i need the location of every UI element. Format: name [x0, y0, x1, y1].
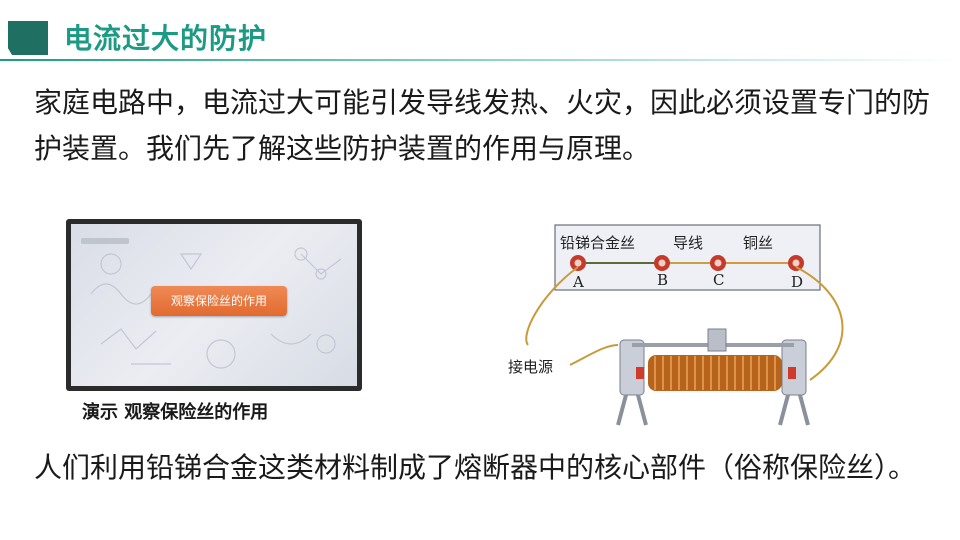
video-screen[interactable]: 观察保险丝的作用 — [71, 224, 357, 386]
terminal-d — [788, 255, 804, 271]
rheostat — [616, 328, 810, 426]
point-a-label: A — [572, 273, 584, 291]
title-underline — [0, 59, 960, 61]
video-caption: 演示 观察保险丝的作用 — [82, 402, 269, 423]
terminal-c — [710, 255, 726, 271]
label-copper-wire: 铜丝 — [743, 234, 773, 252]
label-alloy-wire: 铅锑合金丝 — [560, 234, 635, 252]
terminal-board — [554, 224, 821, 291]
terminal-a — [570, 255, 586, 271]
page-title: 电流过大的防护 — [64, 22, 268, 55]
label-wire: 导线 — [673, 234, 703, 252]
watch-fuse-demo-button[interactable]: 观察保险丝的作用 — [151, 286, 287, 316]
conclusion-paragraph: 人们利用铅锑合金这类材料制成了熔断器中的核心部件（俗称保险丝）。 — [34, 451, 917, 484]
video-watermark — [81, 238, 129, 244]
title-bar: 电流过大的防护 — [0, 15, 960, 61]
lead-wire-a — [525, 266, 579, 346]
video-player[interactable]: 观察保险丝的作用 — [66, 219, 362, 391]
lead-wire-d — [795, 266, 844, 381]
video-background-sketches — [90, 247, 342, 369]
terminal-b — [654, 255, 670, 271]
title-accent-block — [8, 21, 48, 55]
point-d-label: D — [791, 273, 803, 291]
point-c-label: C — [713, 271, 724, 289]
power-lead-wire — [569, 344, 619, 366]
intro-paragraph: 家庭电路中，电流过大可能引发导线发热、火灾，因此必须设置专门的防护装置。我们先了… — [34, 86, 931, 165]
point-b-label: B — [657, 271, 668, 289]
power-label: 接电源 — [508, 358, 553, 376]
fuse-experiment-diagram: 铅锑合金丝 导线 铜丝 A B C D 接电源 — [508, 224, 844, 426]
